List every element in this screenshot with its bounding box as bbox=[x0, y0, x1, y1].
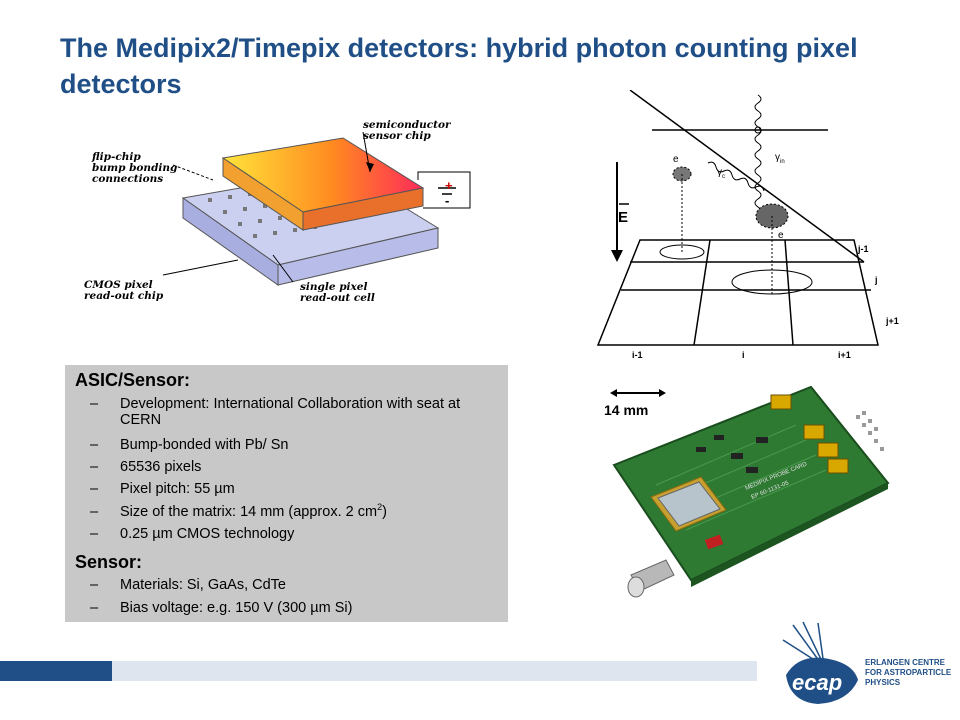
label-connections: connections bbox=[92, 173, 163, 185]
footer-bar bbox=[112, 661, 757, 681]
field-label: E bbox=[618, 209, 628, 226]
electron-label: e bbox=[673, 154, 679, 165]
gamma-c-label: γc bbox=[717, 167, 725, 180]
logo-word: ecap bbox=[792, 670, 842, 695]
col-label-i: i bbox=[742, 350, 745, 360]
gamma-in-label: γin bbox=[775, 152, 785, 165]
readout-board-photo: MEDIPIX PROBE CARD EP 60-1131-05 bbox=[612, 385, 890, 598]
label-bump-bonding: bump bonding bbox=[92, 162, 177, 174]
electron2-label: e bbox=[778, 230, 784, 241]
list-item: – Size of the matrix: 14 mm (approx. 2 c… bbox=[90, 502, 387, 520]
label-single-pixel: single pixel bbox=[300, 281, 367, 293]
hybrid-detector-illustration: + - semiconductor sensor chip flip-chip … bbox=[84, 119, 471, 304]
slide-title: The Medipix2/Timepix detectors: hybrid p… bbox=[60, 33, 858, 99]
detection-principle-diagram: E e e γc γin j-1 j j+1 i-1 i i+1 bbox=[596, 90, 899, 360]
ecap-logo-icon: ecap bbox=[782, 621, 858, 704]
logo-text: ERLANGEN CENTRE FOR ASTROPARTICLE PHYSIC… bbox=[865, 658, 952, 687]
list-item: – Development: International Collaborati… bbox=[90, 396, 461, 428]
row-label-j-1: j-1 bbox=[857, 244, 869, 254]
row-label-j+1: j+1 bbox=[885, 316, 899, 326]
list-item: – 0.25 µm CMOS technology bbox=[90, 526, 295, 542]
specifications-box: ASIC/Sensor: – Development: Internationa… bbox=[65, 365, 508, 622]
label-flip-chip: flip-chip bbox=[91, 151, 141, 163]
asic-heading: ASIC/Sensor: bbox=[75, 370, 191, 390]
list-item: – Bias voltage: e.g. 150 V (300 µm Si) bbox=[90, 600, 353, 616]
col-label-i+1: i+1 bbox=[838, 350, 851, 360]
label-sensor-chip: sensor chip bbox=[363, 130, 431, 142]
label-readout-cell: read-out cell bbox=[300, 292, 375, 304]
label-readout-chip: read-out chip bbox=[84, 290, 164, 302]
minus-sign: - bbox=[445, 193, 449, 208]
scale-bar bbox=[610, 389, 666, 397]
col-label-i-1: i-1 bbox=[632, 350, 643, 360]
label-cmos-pixel: CMOS pixel bbox=[84, 279, 153, 291]
sensor-heading: Sensor: bbox=[75, 552, 143, 572]
footer-bar-accent bbox=[0, 661, 112, 681]
list-item: – 65536 pixels bbox=[90, 459, 202, 475]
label-semiconductor: semiconductor bbox=[363, 119, 452, 131]
list-item: – Materials: Si, GaAs, CdTe bbox=[90, 577, 286, 593]
scale-label: 14 mm bbox=[604, 402, 649, 418]
row-label-j: j bbox=[874, 275, 878, 285]
list-item: – Pixel pitch: 55 µm bbox=[90, 481, 235, 497]
plus-sign: + bbox=[445, 178, 453, 193]
list-item: – Bump-bonded with Pb/ Sn bbox=[90, 437, 289, 453]
